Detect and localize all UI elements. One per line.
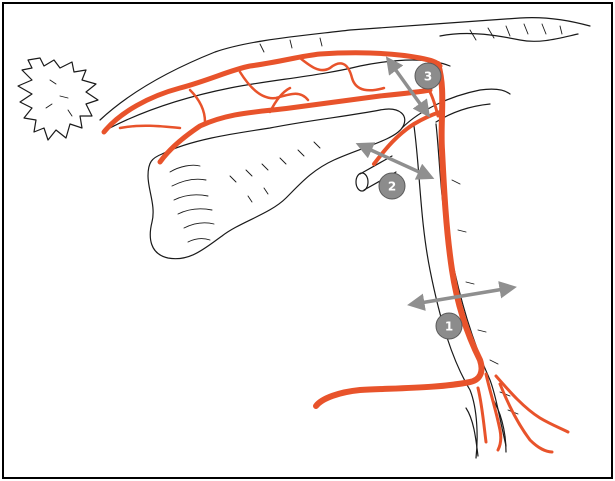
marker-2: 2 [379,173,405,199]
marker-1-label: 1 [445,320,453,334]
pancreas-outline [148,109,405,259]
splenic-artery [104,53,440,132]
marker-1: 1 [436,313,462,339]
figure-border [3,3,612,478]
marker-3-label: 3 [424,70,432,84]
spleen-outline [18,58,98,140]
marker-3: 3 [415,63,441,89]
marker-2-label: 2 [388,180,396,194]
artery-network [104,53,568,452]
main-artery [316,64,482,406]
